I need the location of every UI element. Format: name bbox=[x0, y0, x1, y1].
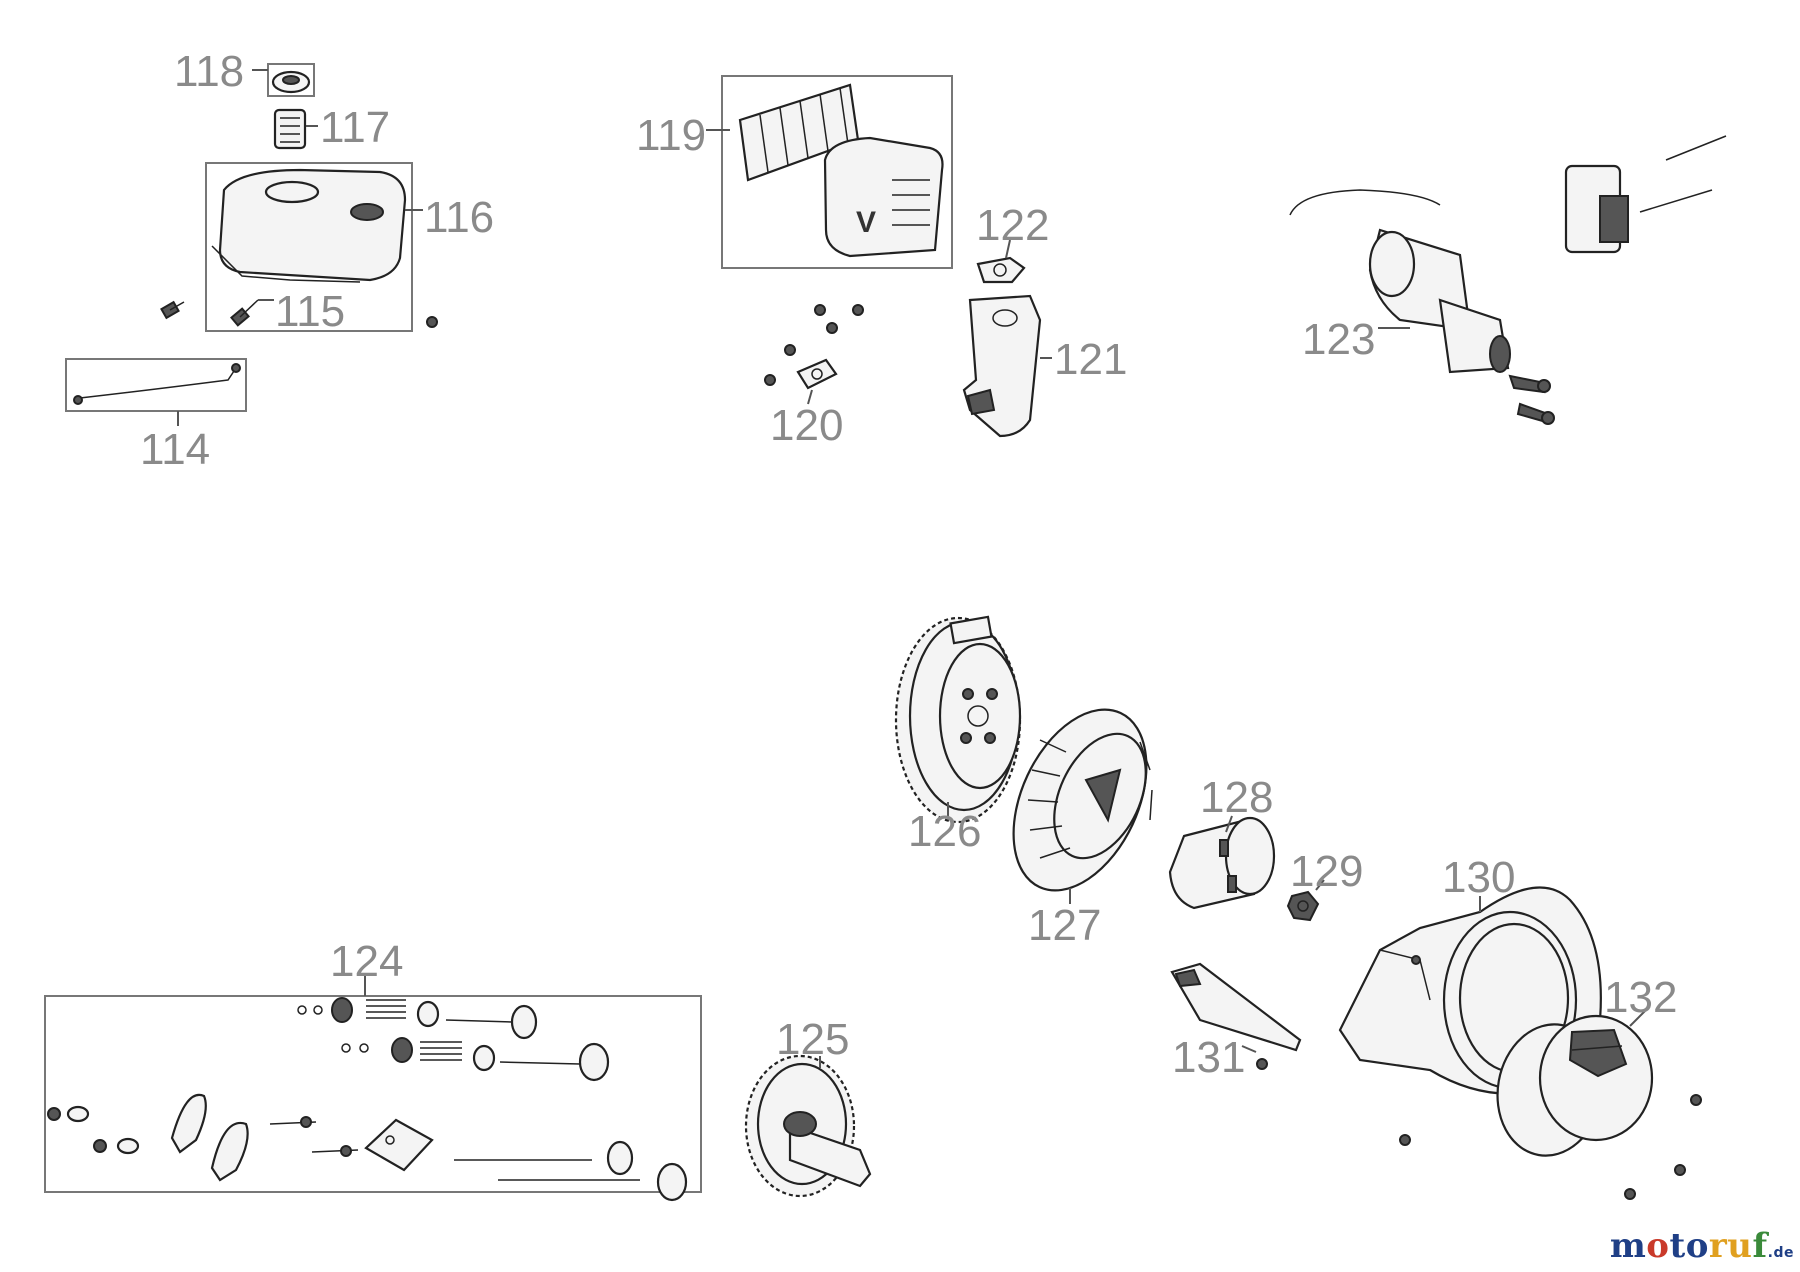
logo-letter-4: ru bbox=[1708, 1226, 1753, 1266]
starter-group: 123 bbox=[1289, 135, 1727, 425]
part-label-114: 114 bbox=[140, 425, 210, 474]
part-118-fuel-cap bbox=[267, 63, 315, 97]
part-label-121: 121 bbox=[1054, 335, 1127, 384]
part-label-132: 132 bbox=[1604, 973, 1677, 1022]
part-label-116: 116 bbox=[424, 193, 494, 242]
part-120-nuts-gasket bbox=[764, 304, 864, 390]
part-117-fuel-filter bbox=[273, 108, 307, 150]
logo-letter-5: f bbox=[1752, 1226, 1768, 1266]
part-label-131: 131 bbox=[1172, 1033, 1245, 1082]
part-114-fuel-line bbox=[73, 363, 241, 405]
part-label-117: 117 bbox=[320, 103, 390, 152]
part-123-starter-motor bbox=[1289, 135, 1727, 425]
part-label-120: 120 bbox=[770, 401, 843, 450]
logo-letter-3: to bbox=[1669, 1226, 1709, 1266]
motoruf-logo: motoruf.de bbox=[1610, 1226, 1794, 1266]
part-label-126: 126 bbox=[908, 807, 981, 856]
part-label-125: 125 bbox=[776, 1015, 849, 1064]
part-122-gasket bbox=[976, 256, 1026, 284]
part-125-camshaft bbox=[744, 1054, 872, 1198]
part-label-129: 129 bbox=[1290, 847, 1363, 896]
part-114-box bbox=[65, 358, 247, 412]
part-124-box bbox=[44, 995, 702, 1193]
part-132-recoil-starter bbox=[1399, 1014, 1702, 1200]
part-label-128: 128 bbox=[1200, 773, 1273, 822]
part-116-box bbox=[205, 162, 413, 332]
part-126-flywheel bbox=[894, 615, 1022, 824]
part-119-air-filter: V bbox=[738, 83, 944, 258]
logo-letter-1: m bbox=[1609, 1226, 1647, 1266]
part-label-118: 118 bbox=[174, 47, 244, 96]
part-127-fan bbox=[1012, 708, 1153, 892]
svg-text:V: V bbox=[856, 206, 876, 239]
part-115-screws bbox=[160, 299, 438, 328]
camshaft-group: 125 bbox=[744, 1015, 872, 1198]
logo-tld: .de bbox=[1767, 1245, 1794, 1261]
part-121-bracket bbox=[962, 294, 1042, 438]
part-label-119: 119 bbox=[636, 111, 706, 160]
part-label-115: 115 bbox=[275, 287, 345, 336]
part-label-130: 130 bbox=[1442, 853, 1515, 902]
flywheel-group: 126 127 128 1 bbox=[894, 615, 1702, 1200]
valve-train-group: 124 bbox=[44, 937, 702, 1202]
part-128-starter-cup bbox=[1168, 816, 1276, 910]
part-119-box bbox=[721, 75, 953, 269]
part-label-124: 124 bbox=[330, 937, 403, 986]
part-129-nut bbox=[1286, 890, 1320, 922]
part-label-127: 127 bbox=[1028, 901, 1101, 950]
part-label-122: 122 bbox=[976, 201, 1049, 250]
air-filter-group: V 119 122 121 bbox=[636, 75, 1127, 450]
part-116-fuel-tank bbox=[211, 168, 407, 283]
part-131-air-guide bbox=[1170, 962, 1302, 1070]
logo-letter-2: o bbox=[1646, 1226, 1670, 1266]
part-label-123: 123 bbox=[1302, 315, 1375, 364]
part-124-valve-train bbox=[47, 997, 688, 1202]
fuel-tank-group: 118 117 116 115 bbox=[65, 47, 494, 474]
